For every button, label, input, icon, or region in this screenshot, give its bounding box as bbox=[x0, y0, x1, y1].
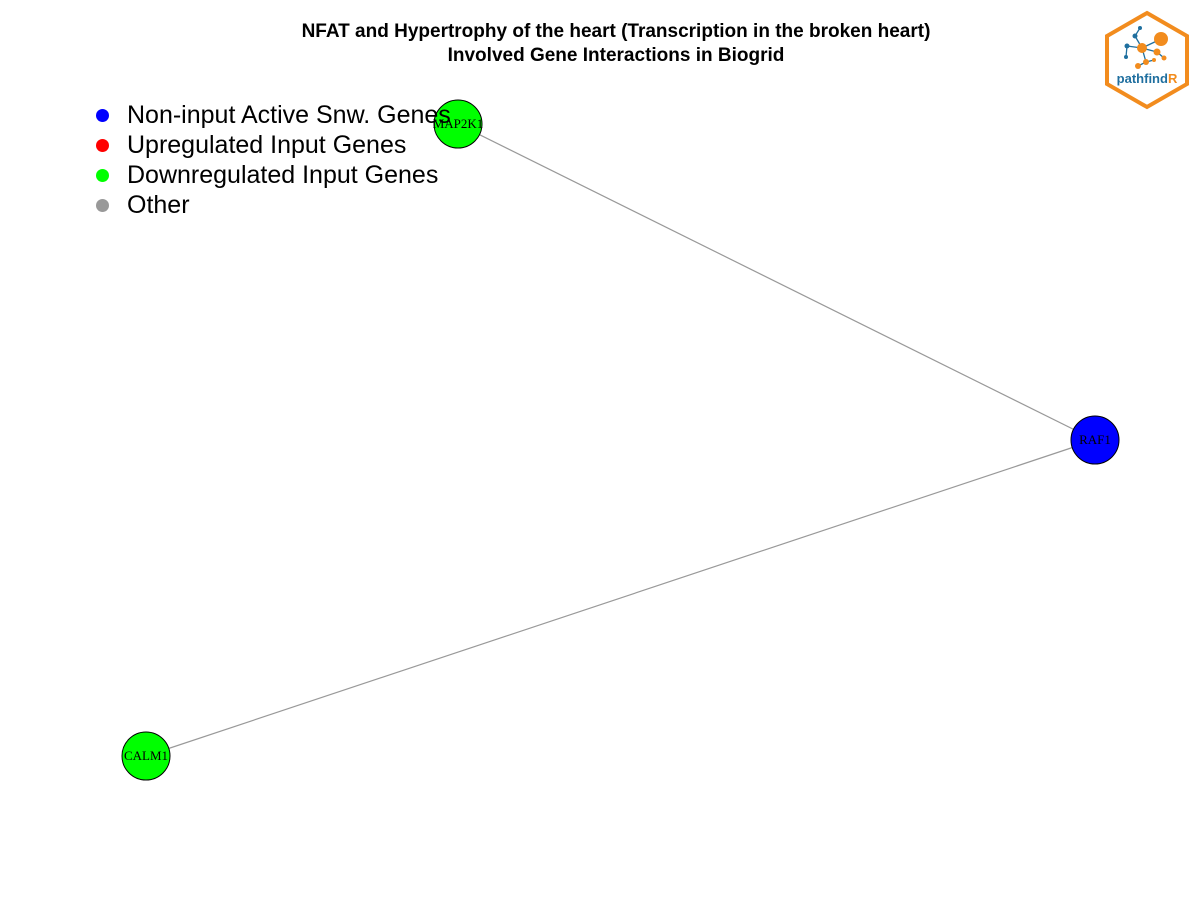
edges-layer bbox=[145, 123, 1096, 757]
logo-text-main: pathfind bbox=[1117, 71, 1168, 86]
node-circle bbox=[1070, 415, 1120, 465]
edge-map2k1-raf1 bbox=[457, 123, 1096, 441]
legend-item-downregulated: Downregulated Input Genes bbox=[96, 160, 451, 190]
node-circle bbox=[433, 99, 483, 149]
legend-marker bbox=[96, 138, 109, 152]
legend: Non-input Active Snw. Genes Upregulated … bbox=[96, 100, 451, 220]
node-label: CALM1 bbox=[124, 748, 168, 763]
logo-text-accent: R bbox=[1168, 71, 1178, 86]
title-line-1: NFAT and Hypertrophy of the heart (Trans… bbox=[301, 21, 931, 42]
diagram-title: NFAT and Hypertrophy of the heart (Trans… bbox=[0, 20, 1200, 68]
node-calm1: CALM1 bbox=[121, 731, 171, 781]
node-raf1: RAF1 bbox=[1070, 415, 1120, 465]
legend-marker bbox=[96, 168, 109, 182]
svg-text:pathfindR: pathfindR bbox=[1117, 71, 1178, 86]
legend-item-other: Other bbox=[96, 190, 451, 220]
legend-label: Upregulated Input Genes bbox=[127, 130, 407, 159]
legend-marker bbox=[96, 108, 109, 122]
node-label: MAP2K1 bbox=[433, 116, 484, 131]
legend-item-non-input-active: Non-input Active Snw. Genes bbox=[96, 100, 451, 130]
legend-label: Non-input Active Snw. Genes bbox=[127, 100, 451, 129]
edge-calm1-raf1 bbox=[145, 439, 1096, 757]
legend-label: Downregulated Input Genes bbox=[127, 160, 439, 189]
title-line-2: Involved Gene Interactions in Biogrid bbox=[447, 45, 785, 66]
legend-marker bbox=[96, 198, 109, 212]
node-map2k1: MAP2K1 bbox=[433, 99, 484, 149]
legend-item-upregulated: Upregulated Input Genes bbox=[96, 130, 451, 160]
pathfindr-logo: pathfindR bbox=[1102, 10, 1192, 110]
node-label: RAF1 bbox=[1079, 432, 1111, 447]
node-circle bbox=[121, 731, 171, 781]
legend-label: Other bbox=[127, 190, 190, 219]
